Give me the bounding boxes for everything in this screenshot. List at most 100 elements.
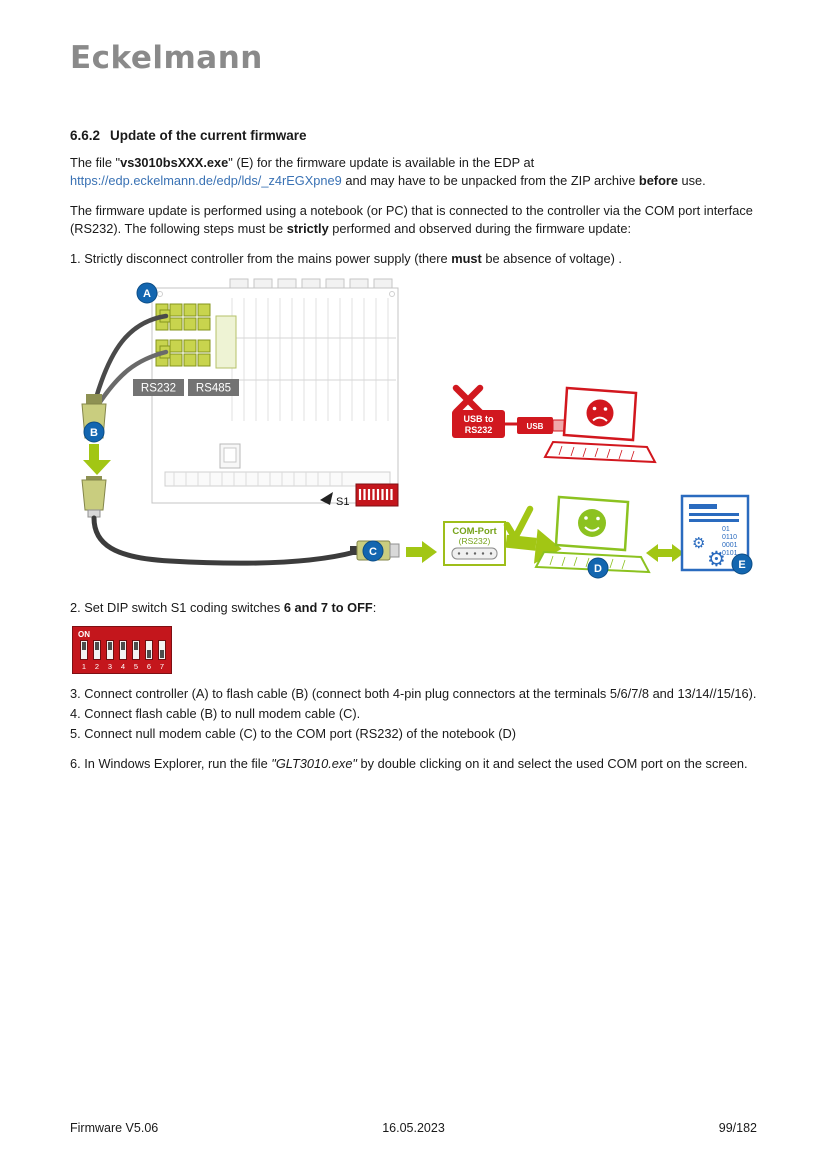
badge-c: C [362,540,384,562]
step-1: 1. Strictly disconnect controller from t… [70,250,760,268]
connector-b-cap [86,394,102,405]
emphasis-strictly: strictly [286,221,329,237]
green-terminal-block-upper [155,303,211,331]
dip-switch-2 [93,639,101,660]
step-4: 4. Connect flash cable (B) to null modem… [70,705,361,721]
board-screw [157,291,163,298]
badge-c-letter: C [369,546,377,558]
dip-switch-graphic: ON 1 2 3 4 5 6 7 [72,625,172,674]
emphasis-6-7-off: 6 and 7 to OFF [283,600,373,616]
ethernet-port-inner [223,447,237,463]
dip-num: 2 [94,661,100,671]
port-labels: RS232 RS485 [133,379,239,397]
usb-adapter-line2: RS232 [465,425,493,435]
dip-switch-5 [132,639,140,660]
badge-b-letter: B [90,427,98,439]
pin [465,552,469,555]
null-modem-cable [91,515,358,566]
emphasis-before: before [638,173,678,189]
emphasis-must: must [451,250,482,266]
text-run: The firmware update is performed using a… [70,202,753,237]
laptop-sad-keys [558,445,635,461]
document-title-line [689,504,717,510]
section-title: Update of the current firmware [110,128,307,143]
cross-icon [452,384,484,416]
happy-face-icon [578,509,606,538]
text-run: : [372,600,377,616]
cable-wire-1 [93,313,169,401]
dip-switch-numbers: 1 2 3 4 5 6 7 [80,662,166,671]
binary-line: 01 [722,526,730,533]
rs232-label-box [133,379,184,397]
rs232-label: RS232 [141,383,176,395]
step-5: 5. Connect null modem cable (C) to the C… [70,726,516,742]
filename-bold: vs3010bsXXX.exe [120,155,229,170]
document-text-line [689,513,739,517]
badge-d-letter: D [594,563,602,575]
controller-board [151,278,399,504]
pin [457,552,461,555]
text-run: The file " [70,155,121,170]
binary-code: 01 0110 0001 0101 [722,526,738,557]
dip-switch-1 [80,639,88,660]
dip-slider [82,641,86,650]
binary-line: 0110 [722,534,737,541]
happy-mouth [584,526,600,532]
step-6: 6. In Windows Explorer, run the file "GL… [70,755,760,773]
cable-wire-2 [97,349,169,405]
paragraph-procedure-info: The firmware update is performed using a… [70,202,760,239]
diagram-svg: RS232 RS485 [81,278,753,579]
company-logo: Eckelmann [70,40,263,76]
step-2: 2. Set DIP switch S1 coding switches 6 a… [70,599,760,617]
board-bottom-strip [164,471,391,487]
right-arrow-small [406,541,437,564]
footer-version: Firmware V5.06 [70,1121,159,1135]
badge-b: B [83,421,105,443]
dip-num: 6 [146,661,152,671]
usb-adapter-box [452,410,505,439]
edp-link[interactable]: https://edp.eckelmann.de/edp/lds/_z4rEGX… [70,173,342,189]
connector-c-face [389,543,400,558]
badge-a: A [136,282,158,304]
text-run: use. [677,173,706,189]
text-run: performed and observed during the firmwa… [328,221,632,237]
dip-num: 1 [81,661,87,671]
dip-switch-3 [106,639,114,660]
connector-c-sleeve [350,546,358,556]
board-screw [389,291,395,298]
section-heading: 6.6.2 Update of the current firmware [70,128,760,143]
sad-eye [603,407,608,411]
badge-a-letter: A [143,288,151,300]
pin [481,552,485,555]
glt-filename: "GLT3010.exe" [271,755,357,771]
paragraph-file-info: The file "vs3010bsXXX.exe" (E) for the f… [70,154,760,191]
laptop-happy [534,495,651,574]
happy-eye [584,516,588,520]
firmware-file-icon: ⚙ ⚙ 01 0110 0001 0101 [680,494,750,572]
happy-eye [596,516,600,521]
page-content: Eckelmann 6.6.2 Update of the current fir… [70,0,760,773]
dip-num: 5 [133,661,139,671]
section-number: 6.6.2 [70,128,101,143]
s1-dip-ticks [358,489,393,501]
sad-face-icon [586,399,614,427]
text-run: " (E) for the firmware update is availab… [228,155,535,170]
down-arrow [83,444,111,476]
s1-label: S1 [336,496,349,508]
dip-slider [147,649,151,658]
s1-arrow-icon [320,492,333,506]
null-modem-body [81,479,107,511]
text-run: by double clicking on it and select the … [356,755,748,771]
usb-plug-label: USB [527,422,544,431]
dip-slider [121,641,125,650]
terminal-block-light [215,315,237,369]
dip-slider [134,641,138,650]
footer-date: 16.05.2023 [382,1121,445,1135]
sad-eye [592,406,597,411]
dip-switch-6 [145,639,153,660]
sad-mouth [592,416,608,422]
text-run: 6. In Windows Explorer, run the file [70,755,272,771]
com-port-group: COM-Port (RS232) [443,505,562,567]
binary-line: 0001 [722,542,738,549]
